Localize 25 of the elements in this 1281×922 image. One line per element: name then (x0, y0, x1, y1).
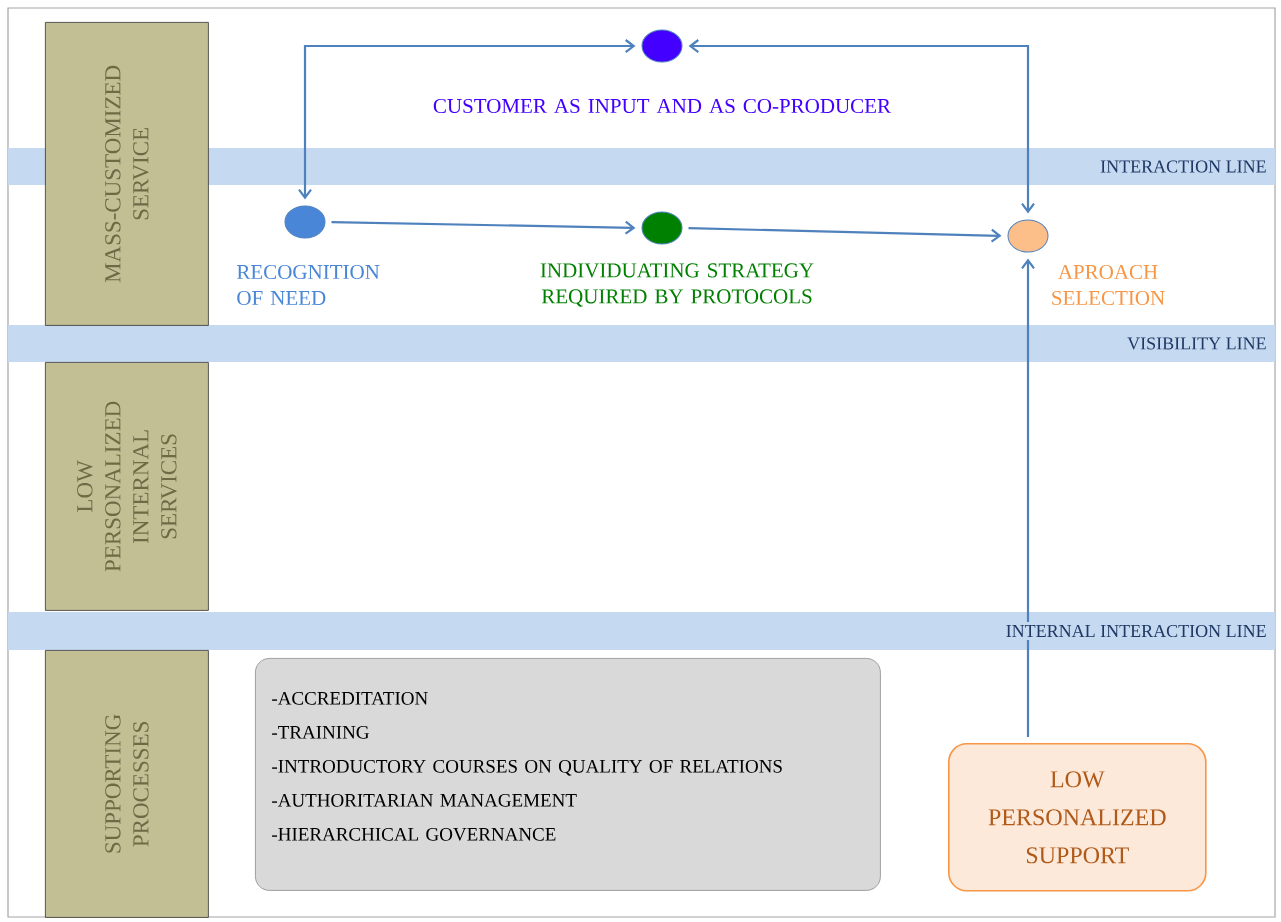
step-circle (641, 29, 683, 63)
list-box (255, 658, 881, 891)
step-circle (1007, 219, 1049, 253)
step-circle (641, 211, 683, 245)
step-label: RECOGNITION OF NEED (237, 264, 380, 306)
arrow (1021, 258, 1035, 737)
arrow (688, 227, 1002, 243)
list-item: -TRAINING (272, 726, 369, 739)
support-box: LOW PERSONALIZED SUPPORT (948, 743, 1207, 892)
lane-header: MASS-CUSTOMIZED SERVICE (45, 22, 209, 326)
list-item: -INTRODUCTORY COURSES ON QUALITY OF RELATIONS (272, 760, 782, 776)
list-item: -HIERARCHICAL GOVERNANCE (272, 828, 556, 841)
list-item: -ACCREDITATION (272, 692, 428, 705)
step-label: APROACH SELECTION (1052, 264, 1165, 306)
lane-header: LOW PERSONALIZED INTERNAL SERVICES (45, 362, 209, 611)
arrow (298, 39, 636, 200)
lane-header: SUPPORTING PROCESSES (45, 650, 209, 918)
step-label: CUSTOMER AS INPUT AND AS CO-PRODUCER (433, 98, 891, 114)
list-item: -AUTHORITARIAN MANAGEMENT (272, 794, 577, 807)
band-label: INTERACTION LINE (1097, 157, 1270, 176)
arrow (688, 39, 1035, 214)
step-label: INDIVIDUATING STRATEGY REQUIRED BY PROTOCOLS (540, 263, 814, 307)
arrow (331, 220, 636, 235)
band-label: VISIBILITY LINE (1124, 334, 1270, 353)
step-circle (284, 205, 326, 239)
